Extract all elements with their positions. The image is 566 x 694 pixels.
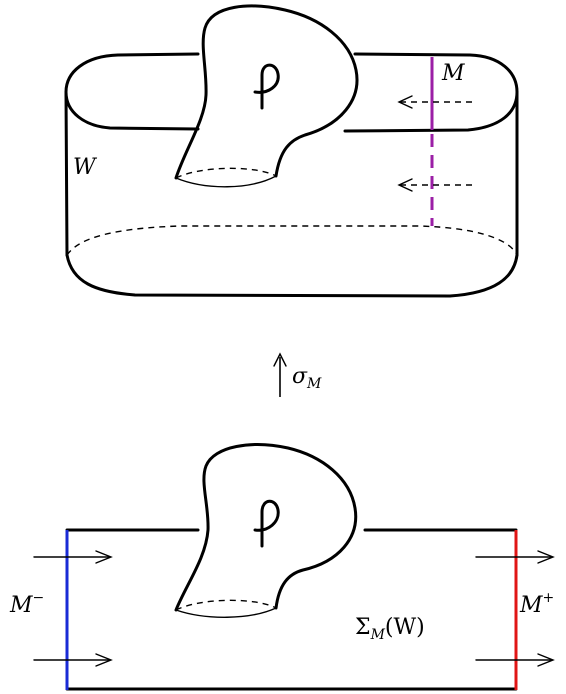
flow-arrow-upper: [397, 95, 473, 109]
bottom-figure-Sigma: M− M+ ΣM(W): [9, 443, 555, 691]
sigma-arrow: σM: [273, 352, 322, 397]
neck-back-top: [175, 167, 277, 179]
cylinder-bottom-front: [65, 253, 519, 298]
neck-front-top: [175, 175, 277, 188]
handle-top: [174, 4, 359, 180]
top-rim-back: [64, 52, 200, 131]
arrow-out-upper: [475, 550, 555, 564]
neck-front-bottom: [175, 607, 277, 618]
handle-symbol-bottom: [253, 499, 280, 548]
handle-symbol-top: [253, 63, 280, 110]
label-M-minus: M−: [9, 590, 44, 618]
label-M-plus: M+: [519, 590, 554, 618]
sigma-arrow-head: [273, 352, 287, 367]
top-figure-W: W M: [64, 4, 519, 298]
arrow-in-upper: [33, 550, 113, 564]
arrow-out-lower: [475, 653, 555, 667]
label-sigma-M: σM: [292, 364, 322, 392]
neck-back-bottom: [175, 599, 277, 611]
cylinder-left-wall: [64, 90, 69, 257]
flow-arrow-lower: [397, 178, 473, 192]
arrow-in-lower: [33, 653, 113, 667]
label-M: M: [441, 61, 465, 86]
label-W: W: [73, 155, 98, 180]
label-Sigma-M-W: ΣM(W): [355, 615, 425, 643]
handle-bottom: [174, 443, 358, 612]
cylinder-bottom-back: [66, 225, 518, 256]
